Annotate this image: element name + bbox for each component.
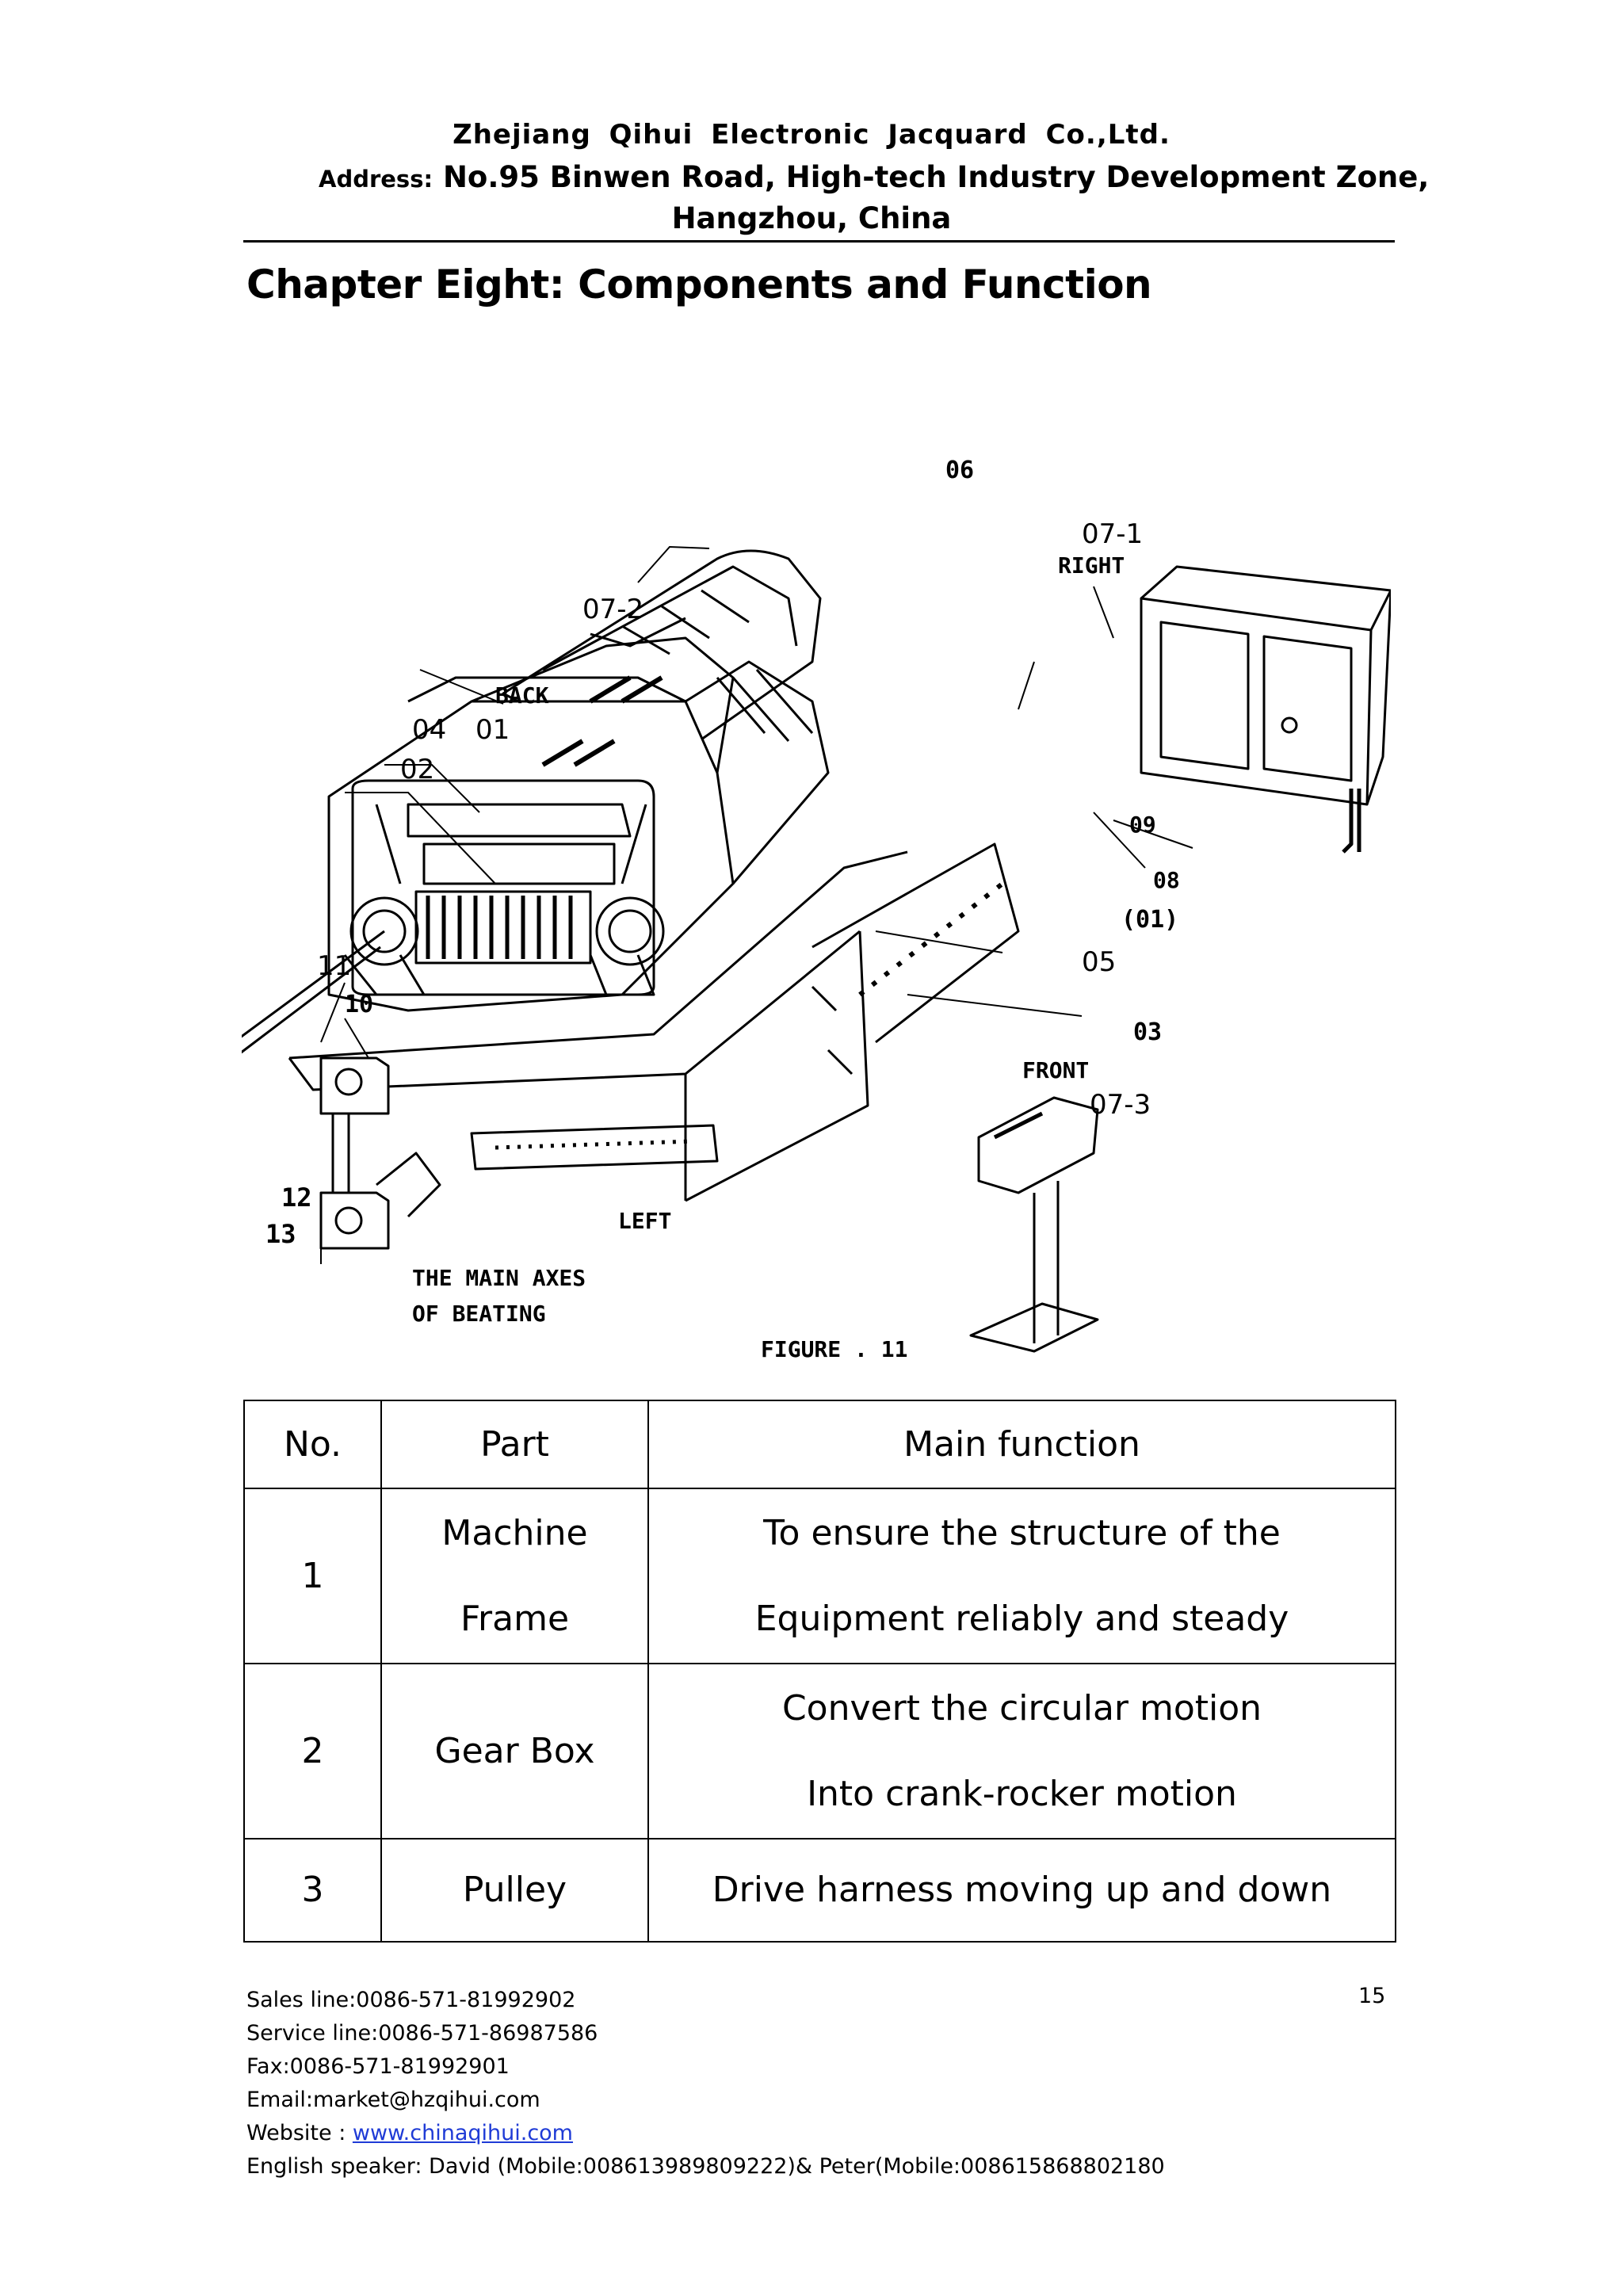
- label-01: 01: [475, 714, 510, 746]
- label-main-axes-1: THE MAIN AXES: [412, 1265, 586, 1291]
- machine-drawing: [242, 549, 1391, 1353]
- label-08: 08: [1153, 867, 1180, 893]
- footer-website-row: Website : www.chinaqihui.com: [246, 2117, 573, 2150]
- company-city: Hangzhou, China: [671, 201, 952, 235]
- label-02: 02: [400, 754, 434, 785]
- table-header-row: No. Part Main function: [243, 1400, 1396, 1489]
- header-no: No.: [243, 1400, 382, 1489]
- row-no: 3: [243, 1838, 382, 1943]
- footer-english-speaker: English speaker: David (Mobile:008613989…: [246, 2154, 1165, 2179]
- row-part: Pulley: [380, 1838, 649, 1943]
- footer-fax: Fax:0086-571-81992901: [246, 2054, 510, 2079]
- footer-email: Email:market@hzqihui.com: [246, 2088, 540, 2112]
- function-line-1: Convert the circular motion: [781, 1687, 1262, 1729]
- company-name: Zhejiang Qihui Electronic Jacquard Co.,L…: [453, 119, 1170, 151]
- function-line-2: Equipment reliably and steady: [754, 1598, 1289, 1639]
- label-13: 13: [265, 1219, 296, 1249]
- row-no: 1: [243, 1488, 382, 1664]
- label-04: 04: [412, 714, 446, 746]
- header-divider: [243, 240, 1395, 243]
- label-main-axes-2: OF BEATING: [412, 1301, 546, 1327]
- function-line-1: To ensure the structure of the: [763, 1512, 1281, 1553]
- label-06: 06: [945, 457, 974, 484]
- header-part: Part: [380, 1400, 649, 1489]
- label-front: FRONT: [1022, 1057, 1089, 1083]
- label-11: 11: [317, 950, 351, 982]
- address-text: No.95 Binwen Road, High-tech Industry De…: [442, 160, 1430, 194]
- part-line-1: Machine: [441, 1512, 588, 1553]
- label-10: 10: [345, 991, 373, 1018]
- label-07-3: 07-3: [1090, 1089, 1151, 1121]
- figure-labels: 06 07-1 RIGHT 07-2 BACK 04 01 02 09 08 (…: [265, 457, 1180, 1362]
- label-07-2: 07-2: [582, 594, 643, 625]
- label-left: LEFT: [618, 1208, 671, 1234]
- jacquard-machine-figure: 06 07-1 RIGHT 07-2 BACK 04 01 02 09 08 (…: [242, 457, 1391, 1362]
- row-function: Drive harness moving up and down: [647, 1838, 1396, 1943]
- figure-caption: FIGURE . 11: [761, 1336, 907, 1362]
- function-line-2: Into crank-rocker motion: [807, 1773, 1237, 1814]
- table-row: 3 Pulley Drive harness moving up and dow…: [243, 1838, 1396, 1943]
- part-line-2: Frame: [460, 1598, 570, 1639]
- label-12: 12: [281, 1182, 312, 1213]
- leader-lines: [320, 545, 1193, 1264]
- label-01-paren: (01): [1121, 906, 1178, 934]
- label-back: BACK: [495, 682, 549, 709]
- footer-website-link[interactable]: www.chinaqihui.com: [352, 2121, 573, 2145]
- label-03: 03: [1133, 1018, 1162, 1046]
- label-right: RIGHT: [1058, 552, 1125, 579]
- label-05: 05: [1082, 946, 1116, 978]
- footer-service-line: Service line:0086-571-86987586: [246, 2021, 598, 2046]
- page-number: 15: [1358, 1984, 1386, 2008]
- footer-website-label: Website :: [246, 2121, 353, 2145]
- address-label: Address:: [319, 166, 433, 193]
- label-09: 09: [1129, 812, 1156, 838]
- chapter-title: Chapter Eight: Components and Function: [246, 262, 1152, 308]
- header-function: Main function: [647, 1400, 1396, 1489]
- footer-sales-line: Sales line:0086-571-81992902: [246, 1988, 576, 2012]
- row-part: Gear Box: [380, 1663, 649, 1839]
- company-address: Address: No.95 Binwen Road, High-tech In…: [319, 160, 1429, 194]
- label-07-1: 07-1: [1082, 518, 1143, 550]
- row-no: 2: [243, 1663, 382, 1839]
